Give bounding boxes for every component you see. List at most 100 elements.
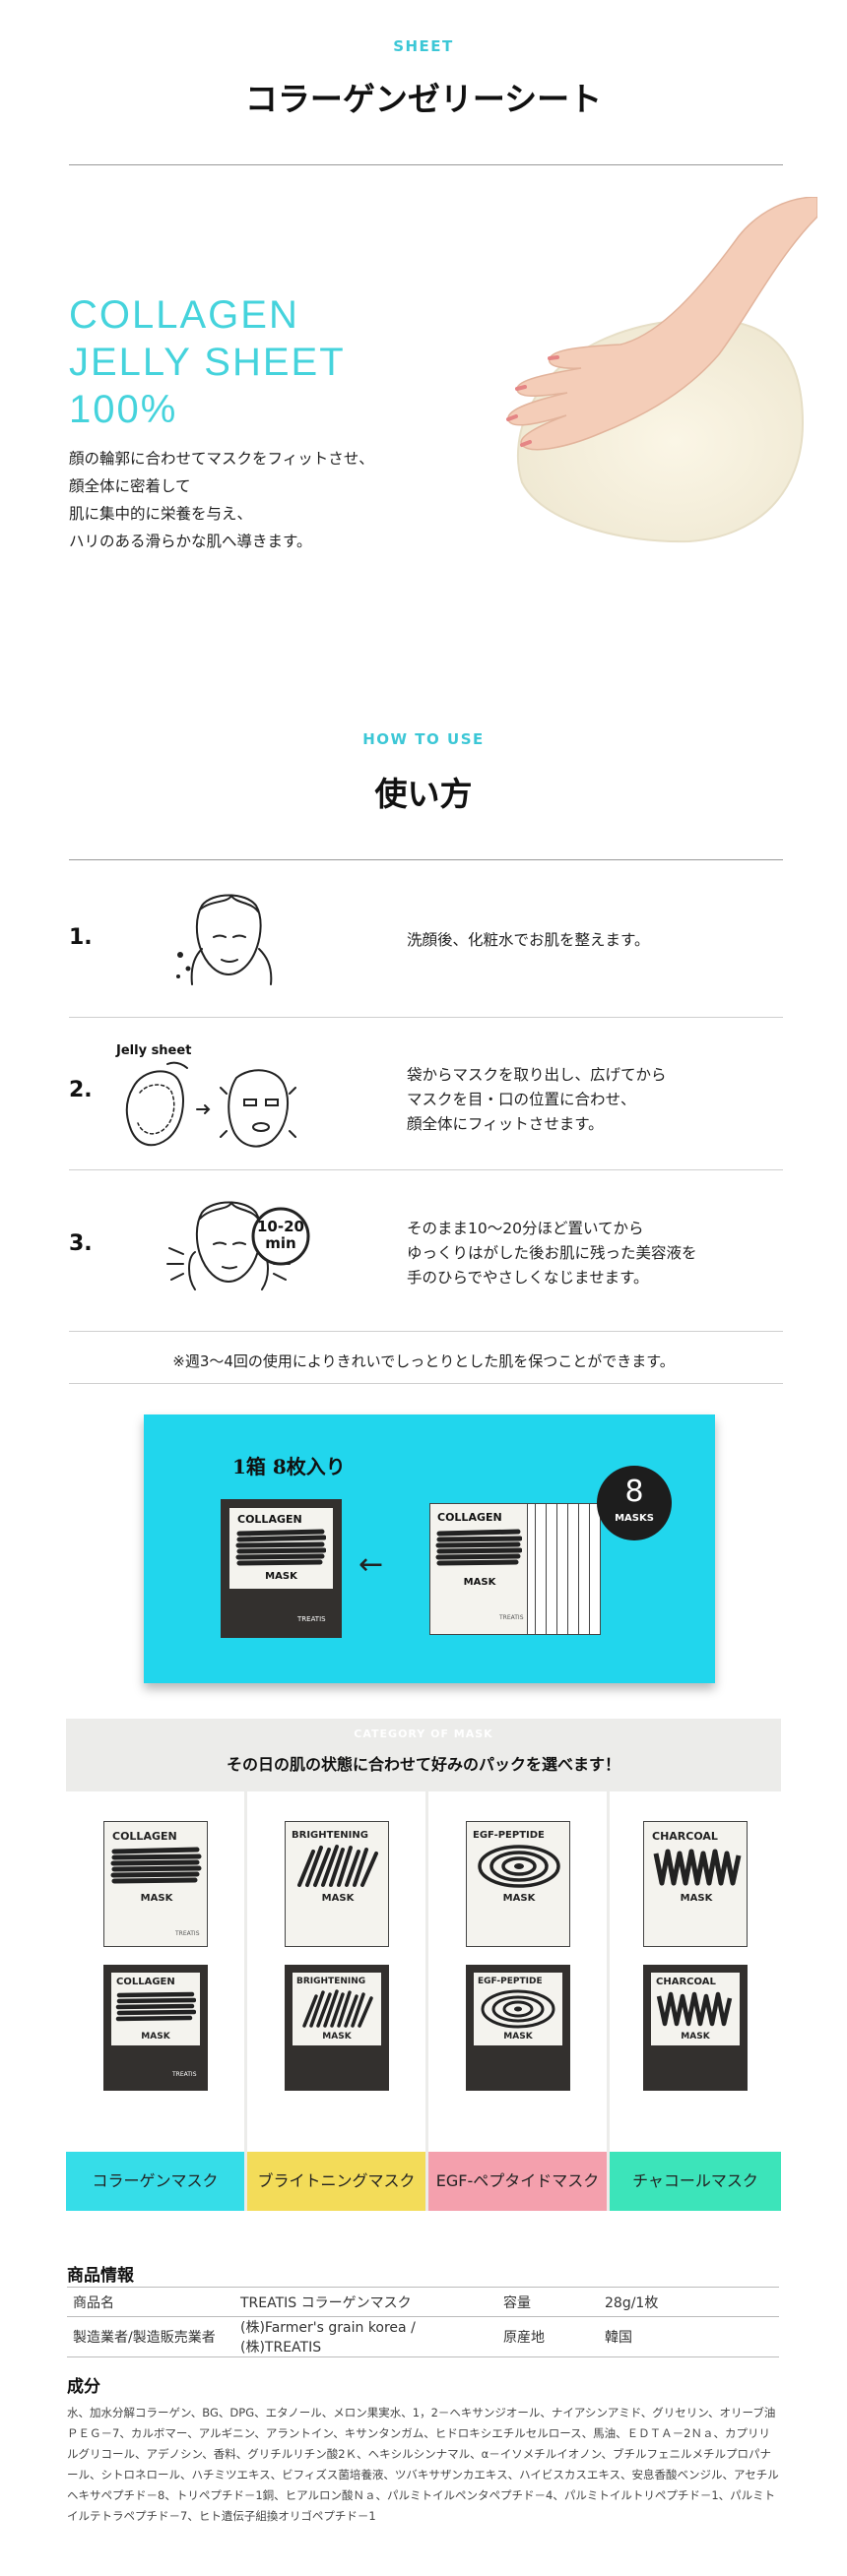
step-1-number: 1.: [69, 925, 93, 950]
category-label-charcoal[interactable]: チャコールマスク: [610, 2152, 781, 2211]
box-contents-panel: 1箱 8枚入り COLLAGEN MASK TREATIS ← COLLAGEN…: [144, 1414, 715, 1683]
brand: TREATIS: [172, 2071, 197, 2078]
divider: [69, 1169, 783, 1170]
scribble-graphic: [110, 1847, 202, 1884]
table-cell: 韓国: [599, 2316, 779, 2357]
usage-note: ※週3～4回の使用によりきれいでしっとりとした肌を保つことができます。: [172, 1352, 675, 1370]
divider: [69, 164, 783, 165]
spiral-graphic: [478, 1845, 560, 1888]
mask-count-badge: 8 MASKS: [597, 1466, 672, 1540]
divider: [69, 1331, 783, 1332]
description-line: ハリのある滑らかな肌へ導きます。: [69, 533, 312, 550]
step-3-line: 手のひらでやさしくなじませます。: [407, 1269, 649, 1287]
brand: TREATIS: [175, 1930, 200, 1937]
box-count-title: 1箱 8枚入り: [232, 1455, 346, 1478]
category-label-egf-peptide[interactable]: EGF-ペプタイドマスク: [428, 2152, 607, 2211]
divider: [69, 1017, 783, 1018]
ingredients-text: 水、加水分解コラーゲン、BG、DPG、エタノール、メロン果実水、1，2－ヘキサン…: [67, 2406, 779, 2523]
step-2-text: 袋からマスクを取り出し、広げてから マスクを目・口の位置に合わせ、 顔全体にフィ…: [407, 1063, 667, 1137]
sheet-brand: TREATIS: [499, 1614, 524, 1621]
product-sub: MASK: [140, 1893, 173, 1904]
table-cell: (株)Farmer's grain korea / (株)TREATIS: [234, 2316, 497, 2357]
category-column-egf[interactable]: EGF-PEPTIDE MASK EGF-PEPTIDE MASK: [428, 1791, 607, 2170]
mask-count-unit: MASKS: [615, 1513, 654, 1524]
category-column-brightening[interactable]: BRIGHTENING MASK BRIGHTENING MASK: [247, 1791, 425, 2170]
scribble-graphic: [435, 1529, 522, 1566]
scribble-graphic: [115, 1991, 196, 2022]
step-3-line: ゆっくりはがした後お肌に残った美容液を: [407, 1244, 697, 1262]
step-2-line: マスクを目・口の位置に合わせ、: [407, 1091, 636, 1108]
sheet-product-name: COLLAGEN: [437, 1511, 502, 1524]
step-1-line: 洗顔後、化粧水でお肌を整えます。: [407, 931, 650, 949]
brightening-box-image: BRIGHTENING MASK: [285, 1965, 389, 2091]
product-name: BRIGHTENING: [292, 1830, 368, 1841]
mask-count-number: 8: [624, 1475, 644, 1509]
burst-graphic: [302, 1989, 373, 2028]
zigzag-graphic: [656, 1991, 733, 2027]
headline-line-2: JELLY SHEET: [69, 341, 346, 384]
brightening-sheet-image: BRIGHTENING MASK: [285, 1821, 389, 1947]
spiral-graphic: [481, 1989, 555, 2029]
product-name: CHARCOAL: [652, 1830, 718, 1843]
timer-badge-value: 10-20: [257, 1218, 304, 1235]
headline-line-3: 100%: [69, 388, 178, 431]
box-brand: TREATIS: [297, 1615, 326, 1623]
egf-box-image: EGF-PEPTIDE MASK: [466, 1965, 570, 2091]
front-sheet: COLLAGEN MASK TREATIS: [429, 1503, 528, 1635]
table-cell: 容量: [497, 2287, 599, 2317]
product-sub: MASK: [322, 2032, 352, 2042]
category-label-collagen[interactable]: コラーゲンマスク: [66, 2152, 244, 2211]
table-cell: 製造業者/製造販売業者: [67, 2316, 234, 2357]
table-cell: 28g/1枚: [599, 2287, 779, 2317]
box-product-name: COLLAGEN: [237, 1513, 302, 1526]
jelly-sheet-callout: Jelly sheet: [116, 1043, 192, 1058]
product-sub: MASK: [681, 2032, 710, 2042]
mask-box-image: COLLAGEN MASK TREATIS: [221, 1499, 342, 1638]
charcoal-box-image: CHARCOAL MASK: [643, 1965, 748, 2091]
washing-face-icon: [176, 894, 273, 985]
sheet-description: 顔の輪郭に合わせてマスクをフィットさせ、 顔全体に密着して 肌に集中的に栄養を与…: [69, 445, 374, 555]
timer-badge-unit: min: [265, 1234, 296, 1252]
applying-mask-icon: [125, 1061, 296, 1148]
step-3-number: 3.: [69, 1231, 93, 1256]
sheet-eyebrow: SHEET: [393, 37, 454, 55]
category-column-charcoal[interactable]: CHARCOAL MASK CHARCOAL MASK: [610, 1791, 781, 2170]
product-sub: MASK: [141, 2032, 170, 2042]
product-name: COLLAGEN: [116, 1977, 175, 1987]
category-label-brightening[interactable]: ブライトニングマスク: [247, 2152, 425, 2211]
step-3-line: そのまま10～20分ほど置いてから: [407, 1220, 644, 1237]
product-name: EGF-PEPTIDE: [473, 1830, 545, 1841]
product-name: CHARCOAL: [656, 1977, 716, 1987]
product-sub: MASK: [321, 1893, 355, 1904]
table-cell: 原産地: [497, 2316, 599, 2357]
timer-badge-text: 10-20 min: [250, 1219, 311, 1252]
howto-eyebrow: HOW TO USE: [362, 730, 485, 748]
box-product-sub: MASK: [265, 1571, 297, 1582]
product-info-title: 商品情報: [67, 2266, 134, 2286]
table-cell: TREATIS コラーゲンマスク: [234, 2287, 497, 2317]
charcoal-sheet-image: CHARCOAL MASK: [643, 1821, 748, 1947]
table-row: 製造業者/製造販売業者 (株)Farmer's grain korea / (株…: [67, 2316, 779, 2357]
product-sub: MASK: [503, 2032, 533, 2042]
step-1-text: 洗顔後、化粧水でお肌を整えます。: [407, 928, 649, 953]
howto-title: 使い方: [374, 775, 473, 813]
headline-line-1: COLLAGEN: [69, 293, 299, 337]
table-row: 商品名 TREATIS コラーゲンマスク 容量 28g/1枚: [67, 2287, 779, 2317]
timer-badge: [251, 1207, 310, 1266]
divider: [69, 1383, 783, 1384]
ingredients-title: 成分: [67, 2377, 100, 2397]
product-sub: MASK: [680, 1893, 713, 1904]
category-column-collagen[interactable]: COLLAGEN MASK TREATIS COLLAGEN MASK TREA…: [66, 1791, 244, 2170]
description-line: 顔の輪郭に合わせてマスクをフィットさせ、: [69, 450, 374, 468]
description-line: 顔全体に密着して: [69, 477, 191, 495]
burst-graphic: [297, 1845, 378, 1887]
description-line: 肌に集中的に栄養を与え、: [69, 505, 253, 523]
step-2-line: 顔全体にフィットさせます。: [407, 1115, 604, 1133]
sheet-product-sub: MASK: [463, 1577, 496, 1588]
zigzag-graphic: [653, 1849, 742, 1886]
product-info-table: 商品名 TREATIS コラーゲンマスク 容量 28g/1枚 製造業者/製造販売…: [67, 2287, 779, 2357]
egf-sheet-image: EGF-PEPTIDE MASK: [466, 1821, 570, 1947]
step-3-text: そのまま10～20分ほど置いてから ゆっくりはがした後お肌に残った美容液を 手の…: [407, 1217, 697, 1290]
product-name: COLLAGEN: [112, 1830, 177, 1843]
product-sub: MASK: [502, 1893, 536, 1904]
